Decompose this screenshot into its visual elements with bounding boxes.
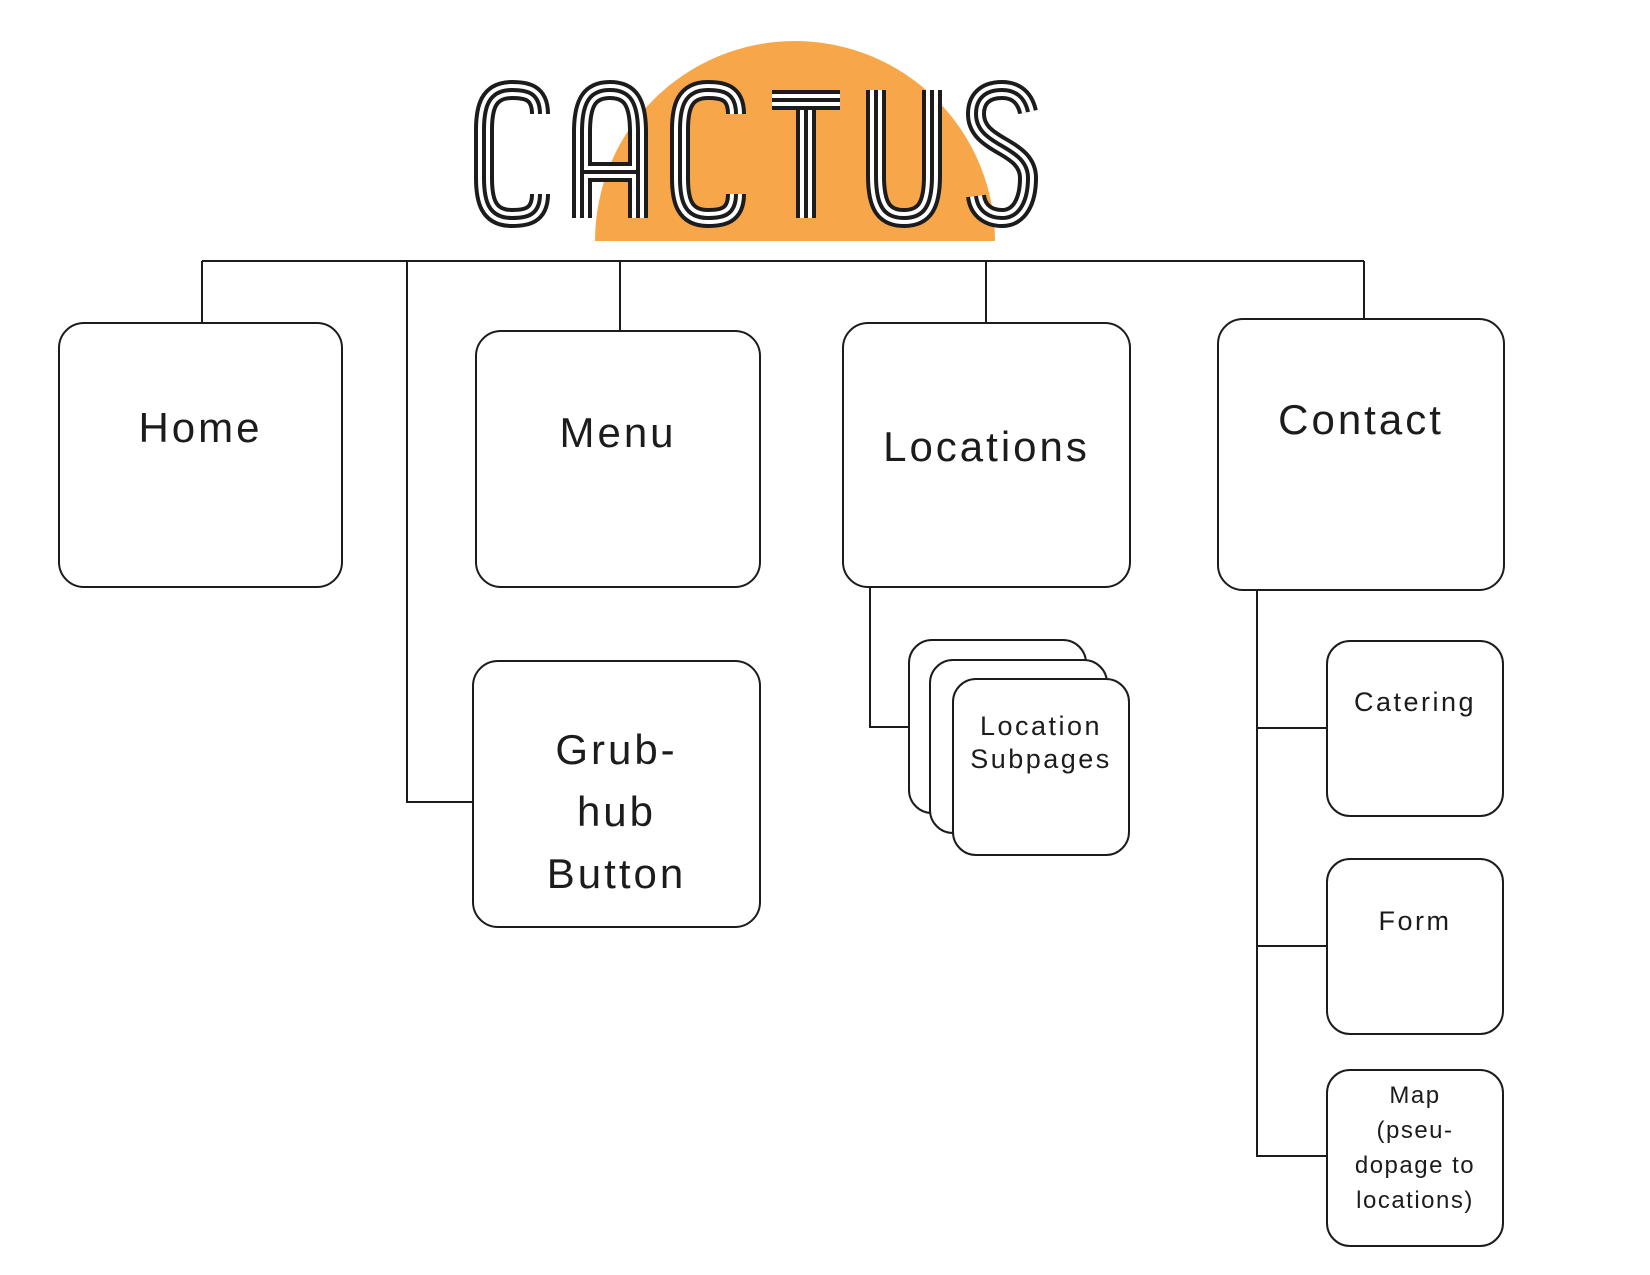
logo-letter-s bbox=[976, 90, 1028, 218]
node-contact-label: Contact bbox=[1278, 395, 1444, 443]
node-menu: Menu bbox=[475, 330, 761, 588]
node-catering-label: Catering bbox=[1353, 687, 1477, 717]
node-map-label: Map (pseu- dopage to locations) bbox=[1354, 1082, 1476, 1214]
node-contact: Contact bbox=[1217, 318, 1505, 591]
connector-lines bbox=[201, 260, 1365, 1157]
node-form-label: Form bbox=[1378, 906, 1452, 936]
connector-contact-spine bbox=[1256, 591, 1326, 1157]
logo-letter-c1 bbox=[484, 90, 540, 218]
node-home-label: Home bbox=[138, 404, 263, 451]
connector-grubhub-elbow bbox=[406, 261, 472, 803]
node-locations: Locations bbox=[842, 322, 1131, 588]
node-location-subpages: Location Subpages bbox=[952, 678, 1130, 856]
node-catering: Catering bbox=[1326, 640, 1504, 817]
node-locations-label: Locations bbox=[883, 423, 1090, 470]
node-location-subpages-label: Location Subpages bbox=[970, 711, 1112, 774]
node-grubhub-button: Grub- hub Button bbox=[472, 660, 761, 928]
node-home: Home bbox=[58, 322, 343, 588]
node-grubhub-label: Grub- hub Button bbox=[546, 726, 687, 897]
node-map: Map (pseu- dopage to locations) bbox=[1326, 1069, 1504, 1247]
node-menu-label: Menu bbox=[559, 409, 677, 456]
node-form: Form bbox=[1326, 858, 1504, 1035]
